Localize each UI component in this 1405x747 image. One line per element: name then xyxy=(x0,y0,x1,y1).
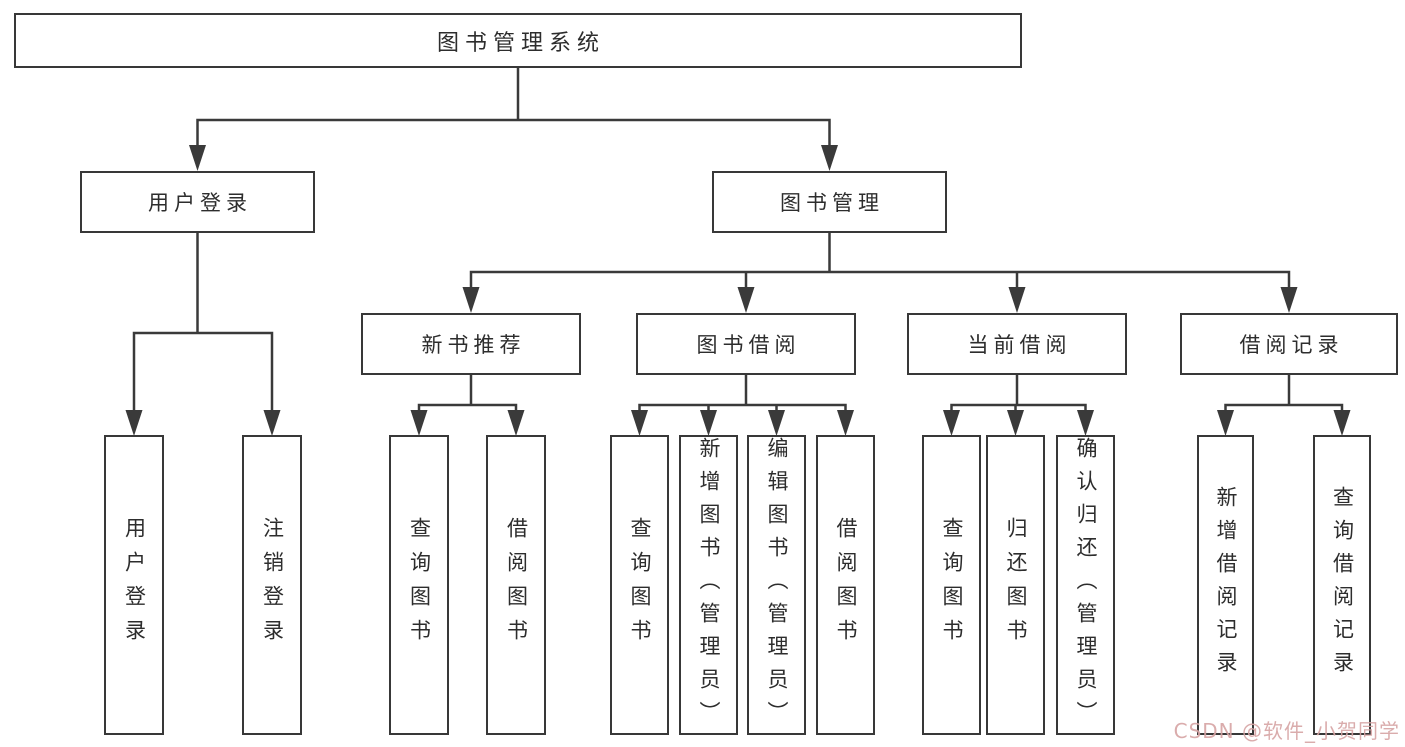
node-book-management: 图书管理 xyxy=(712,171,947,233)
arrowhead xyxy=(700,410,717,436)
arrowhead xyxy=(631,410,648,436)
node-label: 查询借阅记录 xyxy=(1330,486,1355,684)
node-label: 查询图书 xyxy=(407,517,432,653)
node-borrow-books: 借阅图书 xyxy=(816,435,875,735)
node-query-borrow-record: 查询借阅记录 xyxy=(1313,435,1371,735)
node-label: 图书借阅 xyxy=(696,333,801,357)
node-label: 确认归还（管理员） xyxy=(1074,437,1098,734)
arrowhead xyxy=(462,287,480,313)
node-label: 当前借阅 xyxy=(967,333,1072,357)
node-borrow-records: 借阅记录 xyxy=(1180,313,1398,375)
node-label: 新书推荐 xyxy=(421,333,526,357)
node-query-books-current: 查询图书 xyxy=(922,435,981,735)
node-label: 用户登录 xyxy=(148,191,252,215)
node-label: 编辑图书（管理员） xyxy=(765,437,789,734)
arrowhead xyxy=(837,410,854,436)
arrowhead xyxy=(768,410,785,436)
arrowhead xyxy=(263,410,281,436)
csdn-watermark: CSDN @软件_小贺同学 xyxy=(1173,719,1400,743)
node-add-borrow-record: 新增借阅记录 xyxy=(1197,435,1254,735)
node-label: 借阅图书 xyxy=(504,517,529,653)
arrowhead xyxy=(189,145,206,171)
node-add-books-admin: 新增图书（管理员） xyxy=(679,435,738,735)
node-label: 查询图书 xyxy=(940,517,964,653)
connector-root-to-level1 xyxy=(189,68,838,171)
arrowhead xyxy=(943,410,960,436)
connector-current-borrowing-to-leaves xyxy=(943,375,1094,436)
node-label: 图书管理 xyxy=(780,191,884,215)
node-new-book-recommend: 新书推荐 xyxy=(361,313,581,375)
node-label: 归还图书 xyxy=(1004,517,1028,653)
node-current-borrowing: 当前借阅 xyxy=(907,313,1127,375)
node-user-login: 用户登录 xyxy=(80,171,315,233)
node-confirm-return-admin: 确认归还（管理员） xyxy=(1056,435,1115,735)
node-query-books-recommend: 查询图书 xyxy=(389,435,449,735)
arrowhead xyxy=(125,410,143,436)
connector-new-book-recommend-to-leaves xyxy=(410,375,525,436)
node-edit-books-admin: 编辑图书（管理员） xyxy=(747,435,806,735)
arrowhead xyxy=(1280,287,1298,313)
node-book-borrowing: 图书借阅 xyxy=(636,313,856,375)
node-label: 注销登录 xyxy=(260,517,285,653)
arrowhead xyxy=(737,287,755,313)
node-return-books: 归还图书 xyxy=(986,435,1045,735)
node-label: 查询图书 xyxy=(628,517,652,653)
node-label: 新增借阅记录 xyxy=(1214,486,1238,684)
arrowhead xyxy=(1007,410,1024,436)
node-label: 借阅图书 xyxy=(834,517,858,653)
connector-book-borrowing-to-leaves xyxy=(631,375,854,436)
arrowhead xyxy=(1077,410,1094,436)
node-library-management-system: 图书管理系统 xyxy=(14,13,1022,68)
arrowhead xyxy=(821,145,838,171)
connector-book-management-to-level2 xyxy=(462,233,1298,313)
arrowhead xyxy=(507,410,525,436)
arrowhead xyxy=(1333,410,1351,436)
node-label: 用户登录 xyxy=(122,517,147,653)
node-user-login-action: 用户登录 xyxy=(104,435,164,735)
arrowhead xyxy=(1217,410,1234,436)
node-logout-action: 注销登录 xyxy=(242,435,302,735)
arrowhead xyxy=(1008,287,1026,313)
arrowhead xyxy=(410,410,428,436)
connector-user-login-to-leaves xyxy=(125,233,281,436)
node-query-books-borrowing: 查询图书 xyxy=(610,435,669,735)
connector-borrow-records-to-leaves xyxy=(1217,375,1351,436)
node-label: 借阅记录 xyxy=(1239,333,1344,357)
node-borrow-books-recommend: 借阅图书 xyxy=(486,435,546,735)
node-label: 图书管理系统 xyxy=(436,30,605,56)
node-label: 新增图书（管理员） xyxy=(697,437,721,734)
